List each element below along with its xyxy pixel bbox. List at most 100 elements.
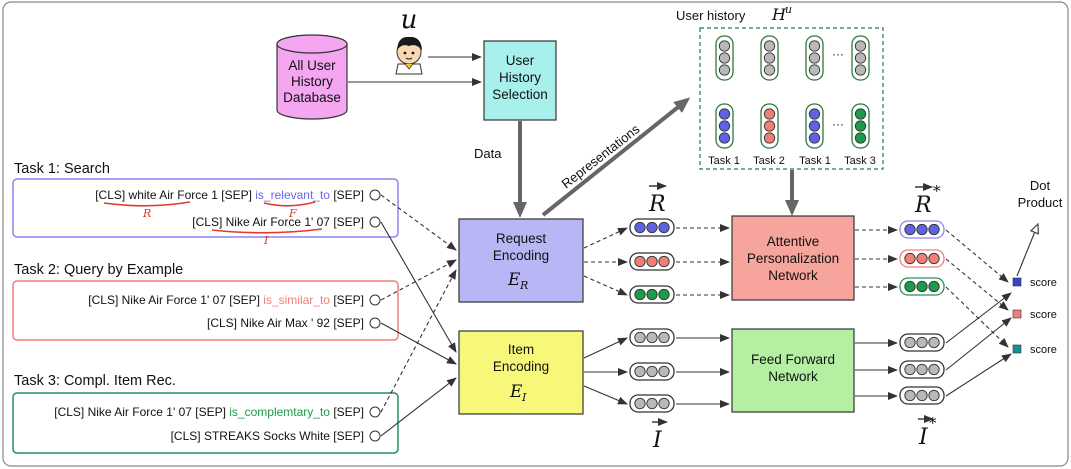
item-encoding-symbol: E <box>509 382 523 402</box>
task3-title: Task 3: Compl. Item Rec. <box>14 373 176 389</box>
item-encoding-subscript: I <box>521 391 527 404</box>
ffn-label-2: Network <box>768 369 818 384</box>
arrow-request-to-r1 <box>583 227 628 249</box>
history-title: User history <box>676 8 746 23</box>
data-label: Data <box>474 146 502 161</box>
user-icon <box>395 36 423 75</box>
database-label-1: All User <box>288 58 336 73</box>
history-pill-bottom-1 <box>715 103 734 149</box>
underline-relation <box>263 201 316 207</box>
history-dots-top: ··· <box>832 47 844 61</box>
arrow-rs1-to-score1 <box>945 229 1009 283</box>
arrow-task1-to-request <box>380 194 457 251</box>
history-dots-bottom: ··· <box>832 117 844 131</box>
ffn-label-1: Feed Forward <box>751 352 835 367</box>
underline-query <box>103 201 191 207</box>
arrow-task3-to-item <box>380 377 457 437</box>
arrow-task2-to-request <box>380 259 457 301</box>
arrow-is1-to-score1 <box>945 292 1012 344</box>
r-star-pill-3 <box>899 277 945 296</box>
history-pills <box>715 35 870 149</box>
request-encoding-subscript: R <box>519 279 528 292</box>
i-star-pill-2 <box>899 360 945 379</box>
i-star-label: I <box>918 425 929 450</box>
history-pill-top-2 <box>760 35 779 81</box>
task1-row2: [CLS] Nike Air Force 1' 07 [SEP] <box>192 215 364 229</box>
score-square-3 <box>1012 344 1022 354</box>
r-pill-3 <box>629 285 675 304</box>
history-task-label-2: Task 2 <box>753 155 785 167</box>
item-encoding-label-2: Encoding <box>493 359 549 374</box>
request-encoding-label-2: Encoding <box>493 248 549 263</box>
history-task-label-1: Task 1 <box>708 155 740 167</box>
score-square-2 <box>1012 309 1022 319</box>
r-vector-label: R <box>648 192 666 217</box>
score-label-3: score <box>1030 344 1057 356</box>
r-star-pill-2 <box>899 249 945 268</box>
task1-symbol-r: R <box>142 207 151 220</box>
i-star-superscript: * <box>929 414 937 432</box>
history-pill-bottom-2 <box>760 103 779 149</box>
task2-row1: [CLS] Nike Air Force 1' 07 [SEP] is_simi… <box>88 293 364 307</box>
request-encoding-box <box>458 218 584 303</box>
selection-label-3: Selection <box>492 87 548 102</box>
i-star-pill-1 <box>899 333 945 352</box>
task1-item: Nike Air Force <box>226 215 302 229</box>
history-pill-top-4 <box>851 35 870 81</box>
task3-row2-port <box>369 430 381 442</box>
score-label-2: score <box>1030 309 1057 321</box>
task3-row1-port <box>369 406 381 418</box>
representations-arrow <box>541 97 691 217</box>
apn-label-1: Attentive <box>767 234 820 249</box>
user-history-selection-box <box>483 40 557 121</box>
task1-relation: is_relevant_to <box>255 188 330 202</box>
user-symbol: u <box>401 5 418 35</box>
history-symbol: H <box>771 5 787 24</box>
arrow-task3-to-request <box>380 269 457 413</box>
task1-row1-port <box>369 189 381 201</box>
r-star-pill-1 <box>899 220 945 239</box>
task1-symbol-f: F <box>288 207 297 220</box>
r-pill-1 <box>629 218 675 237</box>
arrow-task1-to-item <box>380 221 457 353</box>
task2-box <box>12 280 399 341</box>
task3-relation: is_complemtary_to <box>229 405 330 419</box>
database-cylinder <box>276 34 348 120</box>
task3-box <box>12 392 399 454</box>
task1-title: Task 1: Search <box>14 161 110 177</box>
underline-item <box>211 228 323 234</box>
vector-pills <box>629 218 945 413</box>
arrow-rs3-to-score3 <box>945 286 1009 348</box>
arrow-item-to-i1 <box>583 337 628 359</box>
task2-row1-port <box>369 294 381 306</box>
task2-row2: [CLS] Nike Air Max ' 92 [SEP] <box>207 316 364 330</box>
history-pill-top-3 <box>805 35 824 81</box>
task1-symbol-i: I <box>263 234 269 247</box>
score-square-1 <box>1012 277 1022 287</box>
arrow-item-to-i3 <box>583 385 628 405</box>
history-task-label-4: Task 3 <box>844 155 876 167</box>
task1-query: white Air Force <box>128 188 209 202</box>
r-star-superscript: * <box>933 182 941 200</box>
dot-product-label-1: Dot <box>1030 178 1051 193</box>
history-pill-bottom-4 <box>851 103 870 149</box>
database-label-2: History <box>291 74 333 89</box>
task2-relation: is_similar_to <box>263 293 330 307</box>
arrow-is2-to-score2 <box>945 317 1012 371</box>
task2-row2-port <box>369 317 381 329</box>
request-encoding-label-1: Request <box>496 231 547 246</box>
r-pill-2 <box>629 252 675 271</box>
user-history-panel <box>699 27 884 170</box>
score-label-1: score <box>1030 277 1057 289</box>
item-encoding-label-1: Item <box>508 342 534 357</box>
selection-label-1: User <box>506 53 535 68</box>
arrow-to-dot-product <box>1016 222 1039 277</box>
i-pill-3 <box>629 394 675 413</box>
ffn-box <box>731 328 855 413</box>
arrow-request-to-r3 <box>583 275 628 296</box>
history-pill-top-1 <box>715 35 734 81</box>
apn-label-2: Personalization <box>747 251 839 266</box>
i-pill-1 <box>629 328 675 347</box>
